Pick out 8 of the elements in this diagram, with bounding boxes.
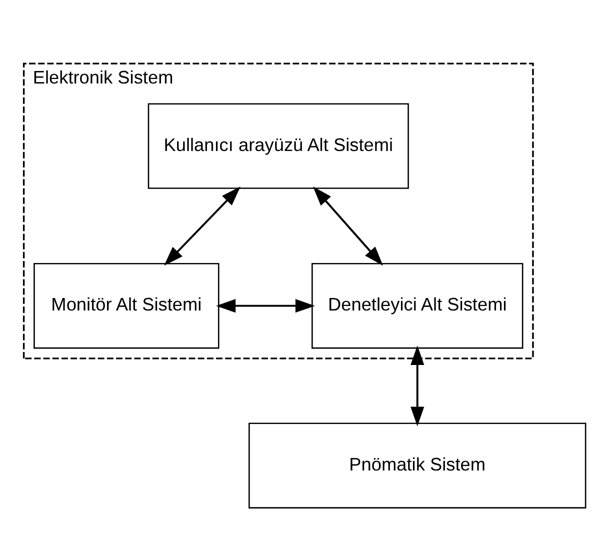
node-box: Denetleyici Alt Sistemi: [312, 262, 524, 348]
arrow: [216, 298, 315, 312]
node-box: Monitör Alt Sistemi: [34, 262, 220, 348]
arrow: [410, 344, 424, 426]
node-box: Pnömatik Sistem: [248, 422, 586, 508]
arrow: [312, 186, 384, 266]
arrow: [164, 186, 241, 266]
node-box: Kullanıcı arayüzü Alt Sistemi: [148, 102, 409, 188]
